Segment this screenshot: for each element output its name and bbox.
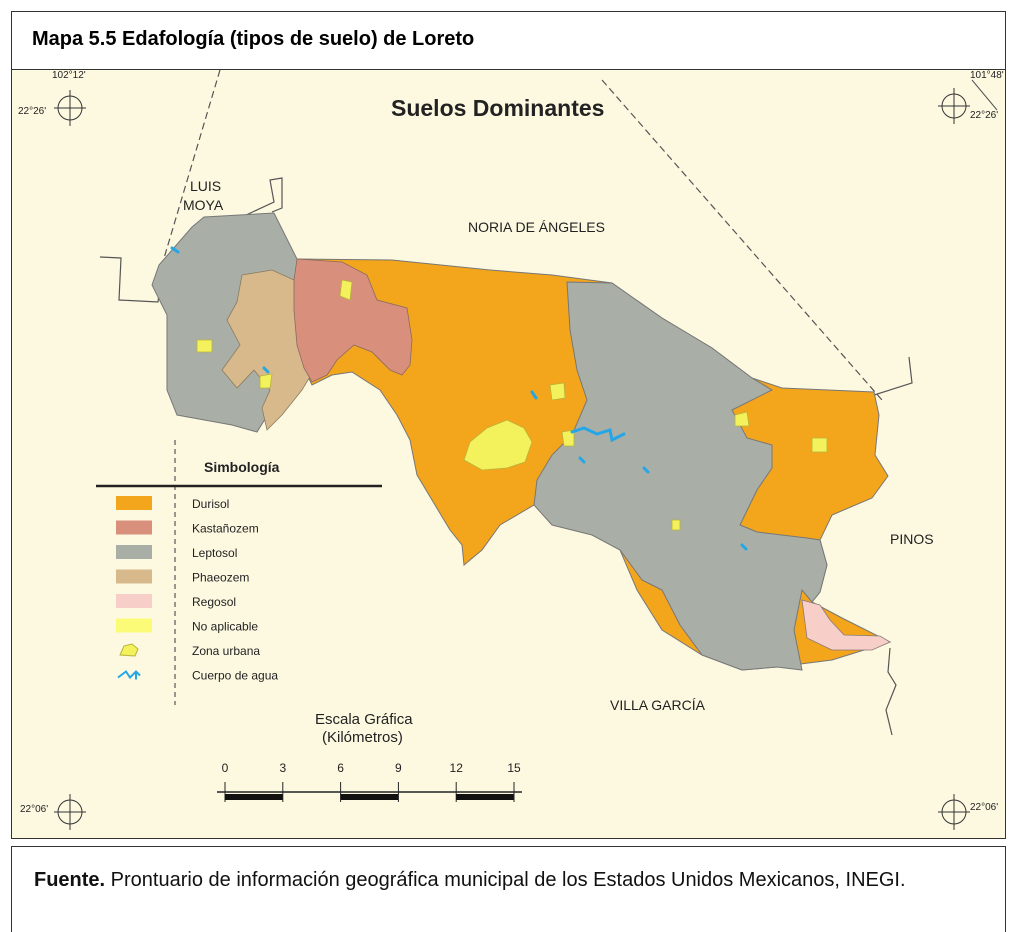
label-luis: LUIS (190, 178, 221, 194)
urban-zone-4 (196, 339, 213, 353)
urban-zone-main (463, 419, 533, 471)
neighbor-line-east (873, 356, 913, 396)
legend-label-kastanozem: Kastañozem (192, 522, 259, 536)
soil-kastanozem (293, 258, 413, 383)
legend-swatch-leptosol (116, 545, 152, 559)
source-text: Prontuario de información geográfica mun… (105, 869, 906, 891)
map-frame: 102°12' 22°26' 101°48' 22°26' 22°06' 22°… (11, 69, 1006, 839)
legend-swatch-phaeozem (116, 569, 152, 584)
source-label: Fuente. (34, 869, 106, 891)
legend-items: DurisolKastañozemLeptosolPhaeozemRegosol… (116, 496, 278, 683)
urban-zone-9 (671, 519, 681, 531)
legend-swatch-durisol (116, 496, 152, 510)
map-title-box: Mapa 5.5 Edafología (tipos de suelo) de … (11, 11, 1006, 69)
label-villa-garcia: VILLA GARCÍA (610, 697, 706, 713)
legend-label-leptosol: Leptosol (192, 546, 237, 560)
scale-segment (456, 794, 514, 800)
legend-label-cuerpo-de-agua: Cuerpo de agua (192, 669, 278, 683)
legend-label-durisol: Durisol (192, 497, 229, 511)
water-body-4 (642, 466, 650, 474)
legend-title: Simbología (204, 459, 280, 475)
neighbor-line-north-right (971, 79, 998, 111)
map-heading: Suelos Dominantes (391, 95, 604, 121)
scale-unit: (Kilómetros) (322, 729, 403, 746)
coord-top-right-lat: 22°26' (970, 110, 998, 121)
neighbor-line-north (243, 177, 283, 217)
scale-tick-label: 3 (279, 761, 286, 775)
legend-label-regosol: Regosol (192, 595, 236, 609)
coord-bottom-right-lat: 22°06' (970, 802, 998, 813)
legend-swatch-regosol (116, 594, 152, 608)
source-note: Fuente. Prontuario de información geográ… (34, 865, 981, 895)
urban-zone-6 (561, 429, 575, 447)
coord-top-left-lon: 102°12' (52, 70, 86, 81)
coord-bottom-left-lat: 22°06' (20, 804, 48, 815)
label-noria-de-angeles: NORIA DE ÁNGELES (468, 219, 605, 235)
urban-zone-8 (811, 437, 828, 453)
crosshair-top-left (54, 90, 86, 126)
scale-tick-label: 6 (337, 761, 344, 775)
water-body-river (570, 426, 626, 443)
scale-title: Escala Gráfica (315, 711, 413, 728)
scale-segment (340, 794, 399, 800)
neighbor-line-luis-moya (99, 256, 163, 303)
urban-zone-3 (339, 279, 353, 301)
legend-label-no-aplicable: No aplicable (192, 620, 258, 634)
scale-segment (225, 794, 283, 800)
urban-zone-7 (734, 411, 750, 427)
legend-swatch-no-aplicable (116, 618, 152, 633)
label-moya: MOYA (183, 197, 224, 213)
scale-tick-label: 0 (222, 761, 229, 775)
crosshair-top-right (938, 88, 970, 124)
crosshair-bottom-left (54, 794, 86, 830)
urban-zone-2 (549, 382, 566, 401)
urban-zone-5 (259, 373, 273, 389)
water-body-6 (262, 366, 270, 374)
coord-top-right-lon: 101°48' (970, 70, 1004, 81)
water-body-5 (740, 543, 748, 551)
label-pinos: PINOS (890, 531, 934, 547)
soil-leptosol-central (533, 281, 828, 671)
legend-swatch-zona-urbana (119, 643, 139, 657)
crosshair-bottom-right (938, 794, 970, 830)
soil-regosol (801, 599, 891, 651)
water-body-2 (530, 390, 538, 400)
legend-swatch-cuerpo-de-agua (117, 670, 141, 680)
scale-tick-label: 9 (395, 761, 402, 775)
water-body-7 (170, 246, 180, 254)
scale-tick-label: 12 (450, 761, 464, 775)
scale-tick-label: 15 (507, 761, 521, 775)
source-box: Fuente. Prontuario de información geográ… (11, 846, 1006, 932)
coord-top-left-lat: 22°26' (18, 106, 46, 117)
legend-swatch-kastanozem (116, 520, 152, 535)
boundary-dashed-left (158, 70, 221, 276)
map-title: Mapa 5.5 Edafología (tipos de suelo) de … (32, 28, 475, 50)
neighbor-line-south (885, 647, 897, 736)
legend-label-zona-urbana: Zona urbana (192, 644, 260, 658)
boundary-dashed-right (601, 79, 883, 401)
soil-map: 102°12' 22°26' 101°48' 22°26' 22°06' 22°… (18, 70, 1004, 830)
legend-label-phaeozem: Phaeozem (192, 571, 249, 585)
scale-bar: 0 3 6 9 12 15 (217, 761, 522, 802)
water-body-3 (578, 456, 586, 464)
